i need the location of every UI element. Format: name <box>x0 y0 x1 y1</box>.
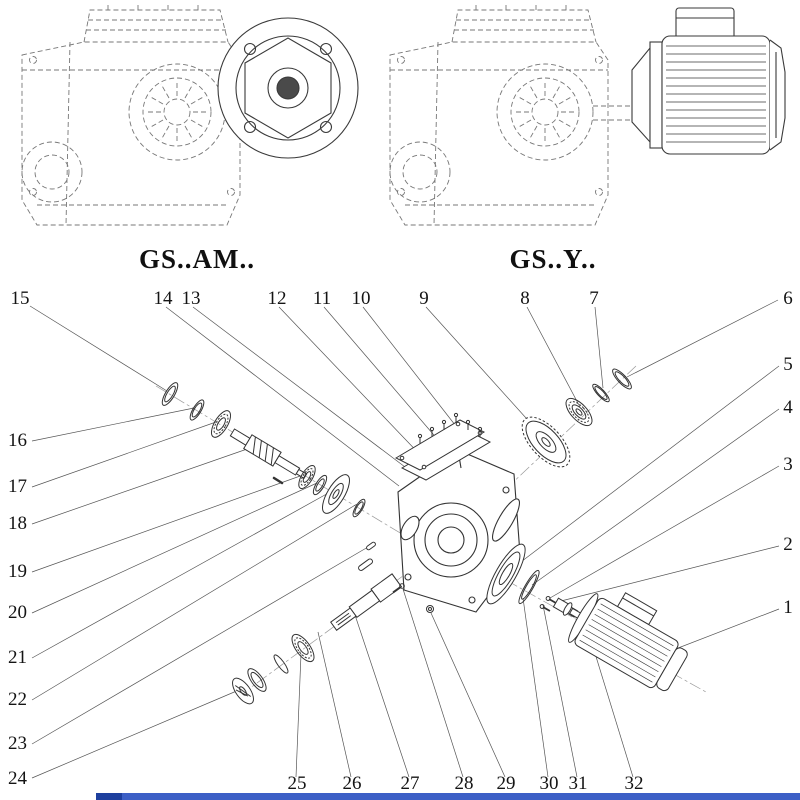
callout-3: 3 <box>783 454 793 475</box>
part-shaft-bearing <box>291 633 315 663</box>
callout-numbers: 15 14 13 12 11 10 9 8 7 6 16 17 18 19 20… <box>8 288 793 794</box>
callout-14: 14 <box>154 288 174 309</box>
part-motor-fins <box>579 603 674 683</box>
callout-10: 10 <box>352 288 371 309</box>
part-shim <box>518 569 540 605</box>
callout-4: 4 <box>783 397 793 418</box>
callout-30: 30 <box>540 773 559 794</box>
part-seal-ring <box>161 382 179 406</box>
y-motor <box>631 7 786 155</box>
callout-12: 12 <box>268 288 287 309</box>
part-worm-shaft <box>229 428 308 480</box>
callout-11: 11 <box>313 288 331 309</box>
callout-1: 1 <box>783 597 793 618</box>
callout-8: 8 <box>520 288 530 309</box>
callout-21: 21 <box>8 647 27 668</box>
leader-lines <box>29 299 780 779</box>
am-output-flange <box>217 17 359 159</box>
page-footer-bar <box>96 793 800 800</box>
part-end-washer <box>232 677 254 705</box>
part-key <box>358 558 373 571</box>
label-gs-am: GS..AM.. <box>139 244 255 274</box>
part-small-ring <box>352 498 366 518</box>
gearbox-y-outline <box>390 5 634 225</box>
part-seal-ring-top <box>612 368 632 390</box>
part-output-shaft <box>330 573 403 631</box>
part-flange-screws <box>539 596 559 612</box>
callout-24: 24 <box>8 768 28 789</box>
top-drawings: GS..AM.. GS..Y.. <box>22 5 786 274</box>
part-pin <box>366 541 376 551</box>
part-retaining-ring <box>189 399 205 421</box>
callout-27: 27 <box>401 773 420 794</box>
callout-7: 7 <box>589 288 599 309</box>
callout-15: 15 <box>11 288 30 309</box>
part-housing <box>397 449 521 613</box>
callout-20: 20 <box>8 602 27 623</box>
callout-29: 29 <box>497 773 516 794</box>
part-washer <box>312 474 328 496</box>
part-shaft-circlip <box>273 654 289 674</box>
part-cover-screws <box>417 412 483 444</box>
label-gs-y: GS..Y.. <box>509 244 596 274</box>
motor-fins <box>666 45 766 143</box>
callout-22: 22 <box>8 689 27 710</box>
part-input-bearing <box>210 410 232 438</box>
callout-25: 25 <box>288 773 307 794</box>
part-circlip <box>592 383 610 403</box>
callout-5: 5 <box>783 354 793 375</box>
part-small-pin <box>272 476 284 485</box>
part-drain-plug <box>426 605 434 613</box>
exploded-view: 15 14 13 12 11 10 9 8 7 6 16 17 18 19 20… <box>8 288 793 794</box>
part-worm-bearing <box>298 465 316 489</box>
gearbox-am-outline <box>22 5 242 225</box>
part-motor <box>562 592 688 692</box>
callout-18: 18 <box>8 513 27 534</box>
callout-19: 19 <box>8 561 27 582</box>
callout-31: 31 <box>569 773 588 794</box>
part-motor-flange <box>486 543 526 605</box>
part-output-bearing <box>565 397 593 427</box>
part-flat-disc <box>322 474 350 514</box>
callout-9: 9 <box>419 288 429 309</box>
callout-2: 2 <box>783 534 793 555</box>
callout-26: 26 <box>343 773 362 794</box>
callout-17: 17 <box>8 476 27 497</box>
callout-28: 28 <box>455 773 474 794</box>
callout-6: 6 <box>783 288 793 309</box>
part-shaft-seal <box>247 668 267 692</box>
callout-32: 32 <box>625 773 644 794</box>
part-housing-bolt <box>392 583 405 594</box>
callout-16: 16 <box>8 430 27 451</box>
part-output-gear <box>521 416 571 468</box>
callout-23: 23 <box>8 733 27 754</box>
callout-13: 13 <box>182 288 201 309</box>
